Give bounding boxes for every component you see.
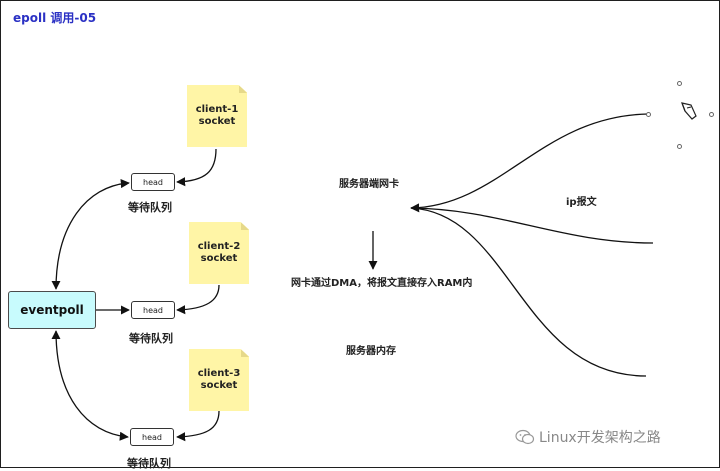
wechat-icon xyxy=(515,429,535,445)
client-2-note: client-2 socket xyxy=(189,222,249,284)
eventpoll-node: eventpoll xyxy=(8,291,96,329)
packet-line-top xyxy=(410,113,649,213)
client-1-note: client-1 socket xyxy=(187,85,247,147)
eventpoll-to-head-3 xyxy=(51,330,129,441)
packet-line-mid xyxy=(410,207,654,244)
watermark-text: Linux开发架构之路 xyxy=(539,430,661,446)
pen-icon[interactable] xyxy=(679,100,699,122)
client-1-type: socket xyxy=(198,116,236,127)
head-node-2: head xyxy=(131,301,175,319)
selection-handle[interactable] xyxy=(646,112,651,117)
client-3-type: socket xyxy=(200,380,238,391)
memory-label: 服务器内存 xyxy=(346,346,396,357)
note-fold xyxy=(241,222,249,230)
wait-queue-label-2: 等待队列 xyxy=(129,332,173,345)
client-1-arrow xyxy=(176,148,217,187)
eventpoll-to-head-1 xyxy=(51,179,130,290)
selection-handle[interactable] xyxy=(677,81,682,86)
nic-label: 服务器端网卡 xyxy=(339,179,399,190)
client-2-name: client-2 xyxy=(197,240,241,252)
packet-line-bottom xyxy=(410,207,647,377)
client-1-name: client-1 xyxy=(195,103,239,115)
client-3-note: client-3 socket xyxy=(189,349,249,411)
packet-label: ip报文 xyxy=(566,197,597,208)
client-3-arrow xyxy=(176,410,220,442)
watermark: Linux开发架构之路 xyxy=(515,427,661,447)
selection-handle[interactable] xyxy=(709,112,714,117)
wait-queue-label-1: 等待队列 xyxy=(128,201,172,214)
head-node-3: head xyxy=(130,428,174,446)
selection-handle[interactable] xyxy=(677,144,682,149)
client-3-name: client-3 xyxy=(197,367,241,379)
wait-queue-label-3: 等待队列 xyxy=(127,457,171,470)
note-fold xyxy=(241,349,249,357)
dma-label: 网卡通过DMA，将报文直接存入RAM内 xyxy=(291,278,473,289)
client-2-arrow xyxy=(176,284,220,315)
note-fold xyxy=(239,85,247,93)
client-2-type: socket xyxy=(200,253,238,264)
diagram-title: epoll 调用-05 xyxy=(13,11,97,25)
head-node-1: head xyxy=(131,173,175,191)
